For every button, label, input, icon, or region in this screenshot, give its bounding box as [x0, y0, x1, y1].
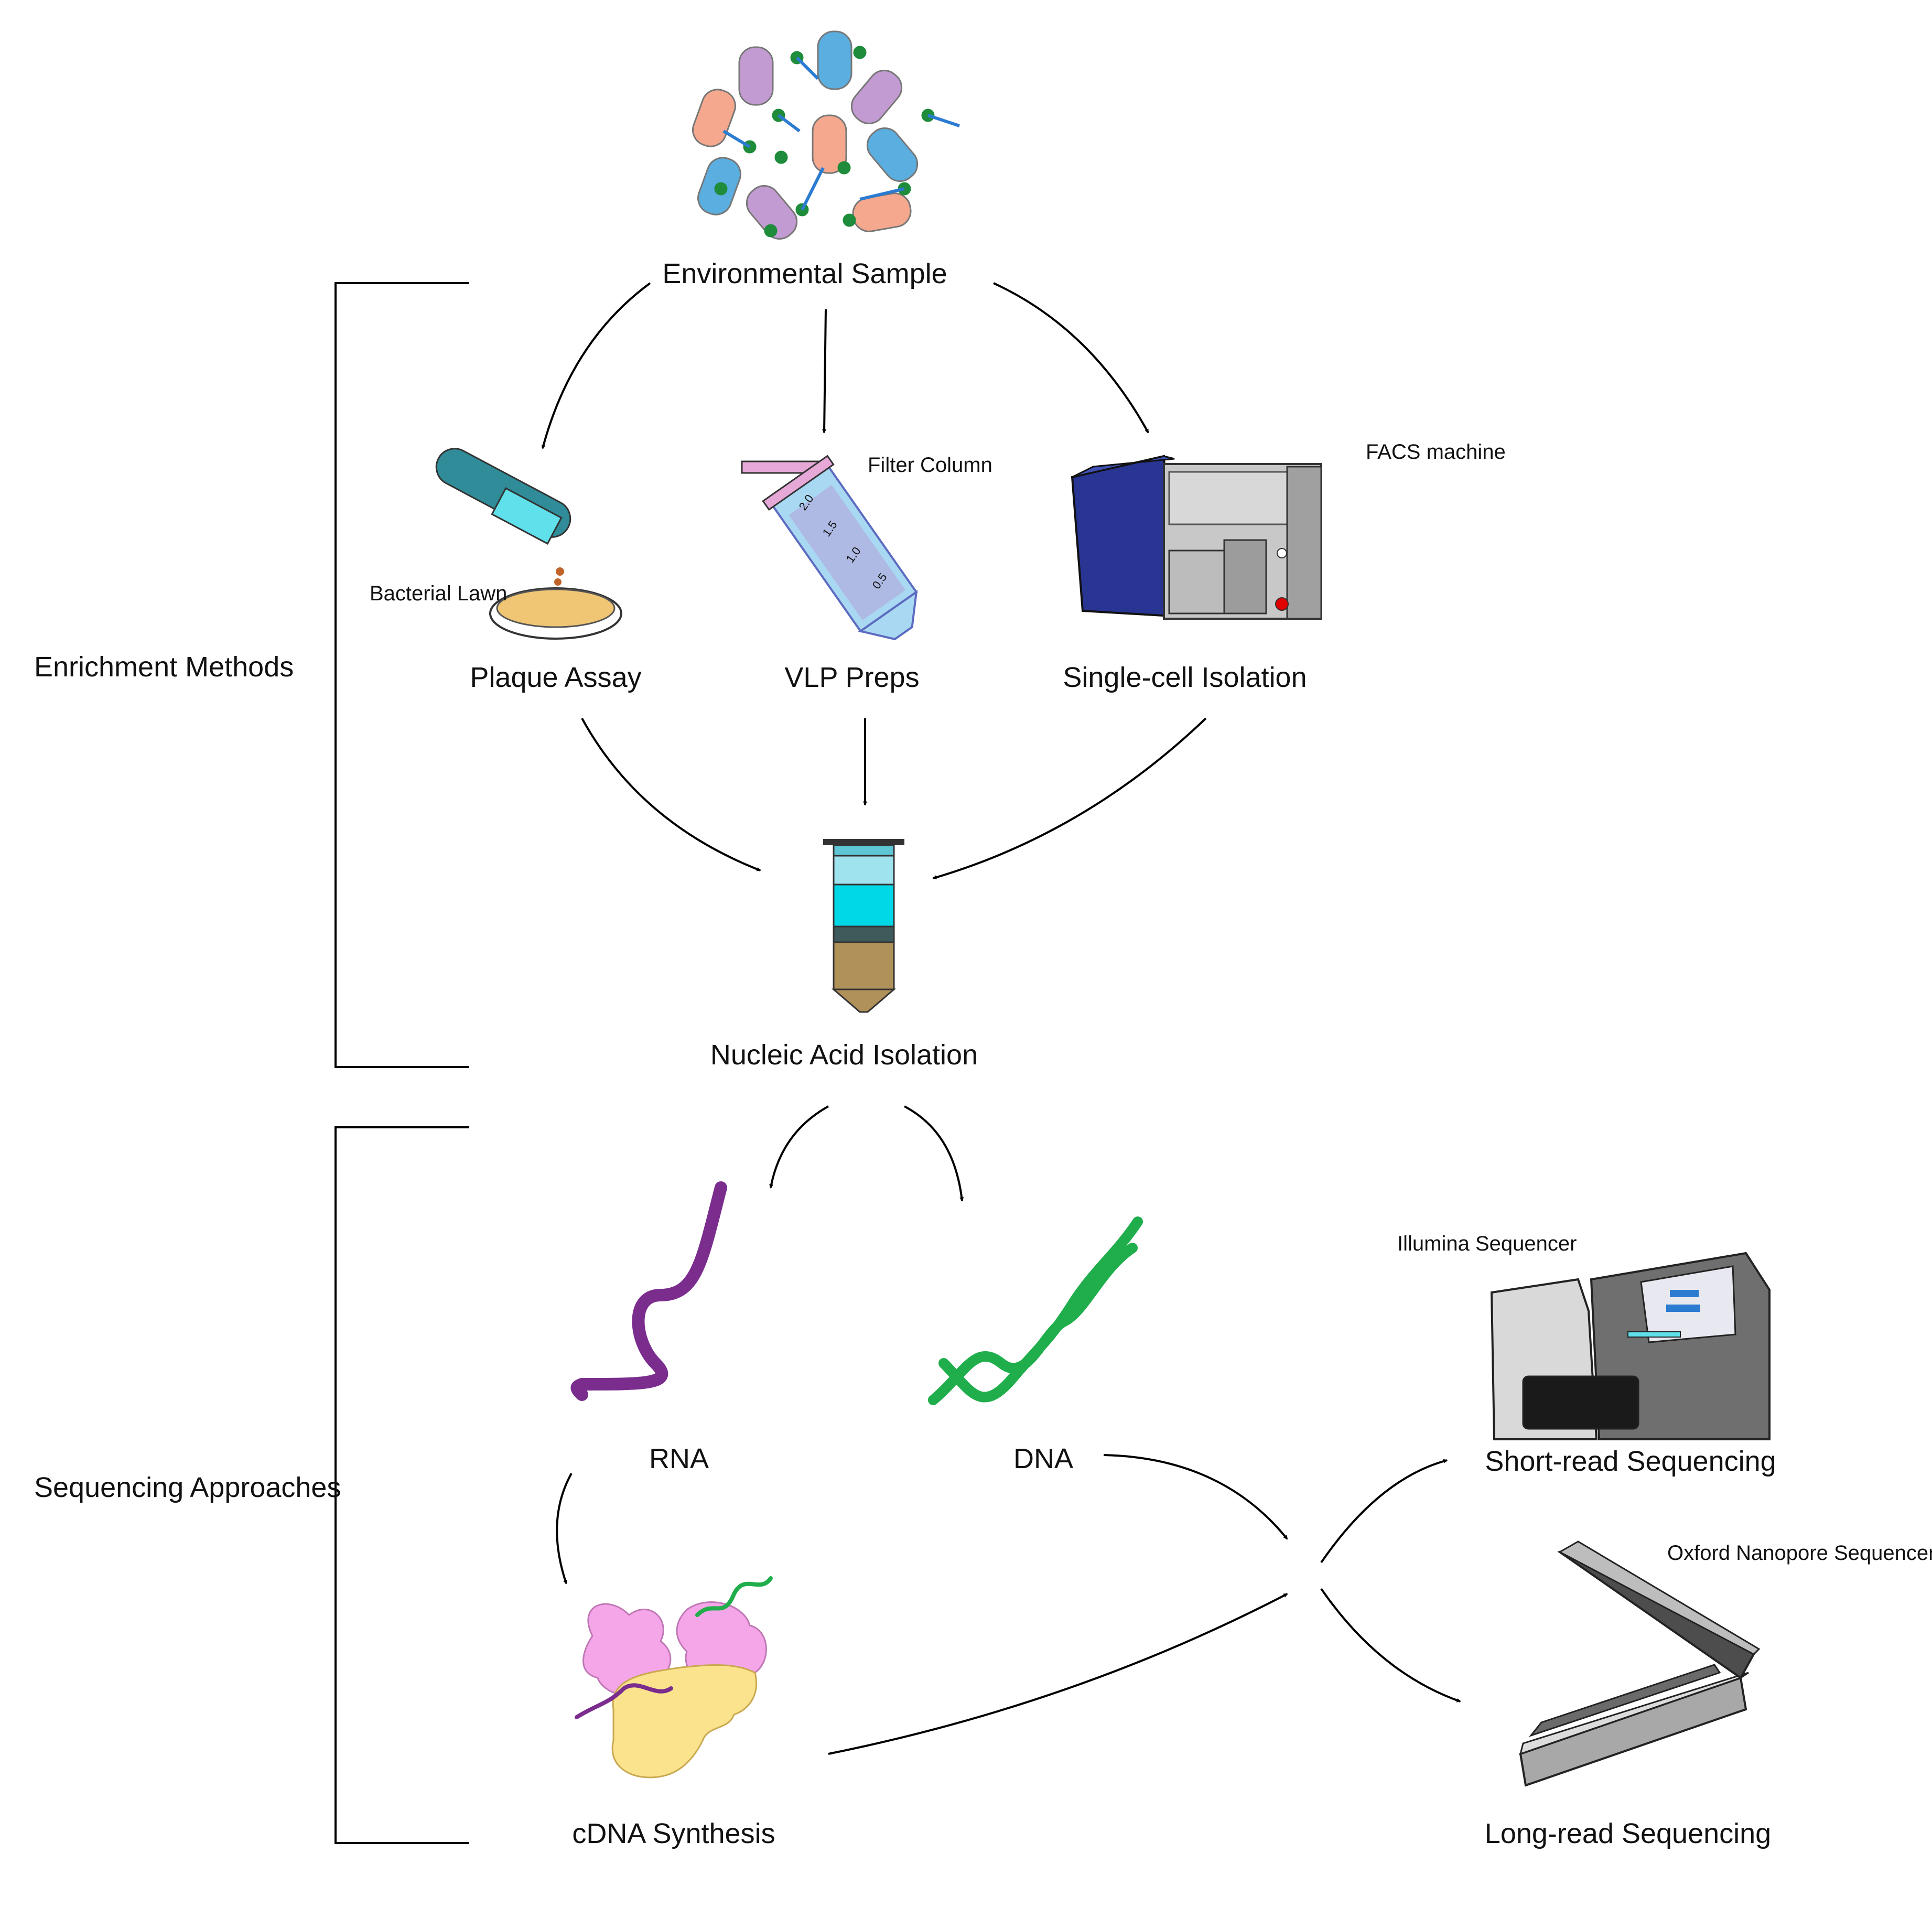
bacteria-cell-icon	[692, 30, 919, 240]
arrow-sample-to-vlp	[822, 309, 827, 434]
arrow-cdna-to-sequencing	[828, 1593, 1288, 1755]
arrow-plaque-to-nucleic	[581, 718, 761, 871]
cdna-synthesis-label: cDNA Synthesis	[572, 1818, 775, 1849]
illumina-sequencer-icon	[1490, 1252, 1771, 1440]
filter-column-label: Filter Column	[868, 454, 992, 477]
rna-strand-icon	[570, 1181, 727, 1401]
protein-complex-icon	[575, 1576, 773, 1779]
oxford-nanopore-sequencer-label: Oxford Nanopore Sequencer	[1667, 1542, 1932, 1565]
vlp-preps-label: VLP Preps	[784, 662, 919, 693]
arrow-sample-to-facs	[993, 282, 1149, 434]
nanopore-sequencer-icon	[1519, 1540, 1761, 1787]
facs-machine-icon	[1071, 455, 1322, 620]
rna-label: RNA	[649, 1443, 709, 1474]
enrichment-bracket	[334, 282, 469, 1068]
arrow-dna-to-sequencing	[1103, 1454, 1288, 1540]
phage-tail-icon	[722, 56, 960, 211]
arrow-facs-to-nucleic	[932, 717, 1207, 880]
arrow-sample-to-plaque	[541, 282, 651, 449]
arrow-to-long-read	[1320, 1588, 1461, 1703]
sequencing-approaches-label: Sequencing Approaches	[34, 1472, 341, 1503]
nucleic-acid-isolation-label: Nucleic Acid Isolation	[710, 1039, 978, 1071]
long-read-sequencing-label: Long-read Sequencing	[1485, 1818, 1771, 1849]
dna-label: DNA	[1013, 1443, 1073, 1474]
arrow-rna-to-cdna	[556, 1473, 573, 1585]
arrow-nucleic-to-rna	[769, 1105, 829, 1189]
arrow-nucleic-to-dna	[904, 1105, 964, 1202]
single-cell-isolation-label: Single-cell Isolation	[1063, 662, 1307, 693]
enrichment-methods-label: Enrichment Methods	[34, 651, 294, 683]
dna-helix-icon	[928, 1216, 1143, 1405]
facs-machine-label: FACS machine	[1366, 440, 1506, 464]
environmental-sample-label: Environmental Sample	[662, 258, 947, 289]
arrow-to-short-read	[1320, 1459, 1448, 1564]
illumina-sequencer-label: Illumina Sequencer	[1397, 1232, 1577, 1255]
petri-dish-icon	[489, 587, 622, 640]
centrifuge-tube-icon	[823, 839, 904, 1013]
short-read-sequencing-label: Short-read Sequencing	[1485, 1446, 1776, 1477]
sequencing-bracket	[334, 1126, 469, 1844]
filter-column-icon: 2.0 1.5 1.0 0.5	[741, 455, 918, 641]
test-tube-icon	[435, 448, 571, 586]
bacterial-lawn-label: Bacterial Lawn	[370, 582, 507, 605]
plaque-assay-label: Plaque Assay	[470, 662, 641, 693]
environmental-sample-illustration	[692, 30, 960, 240]
